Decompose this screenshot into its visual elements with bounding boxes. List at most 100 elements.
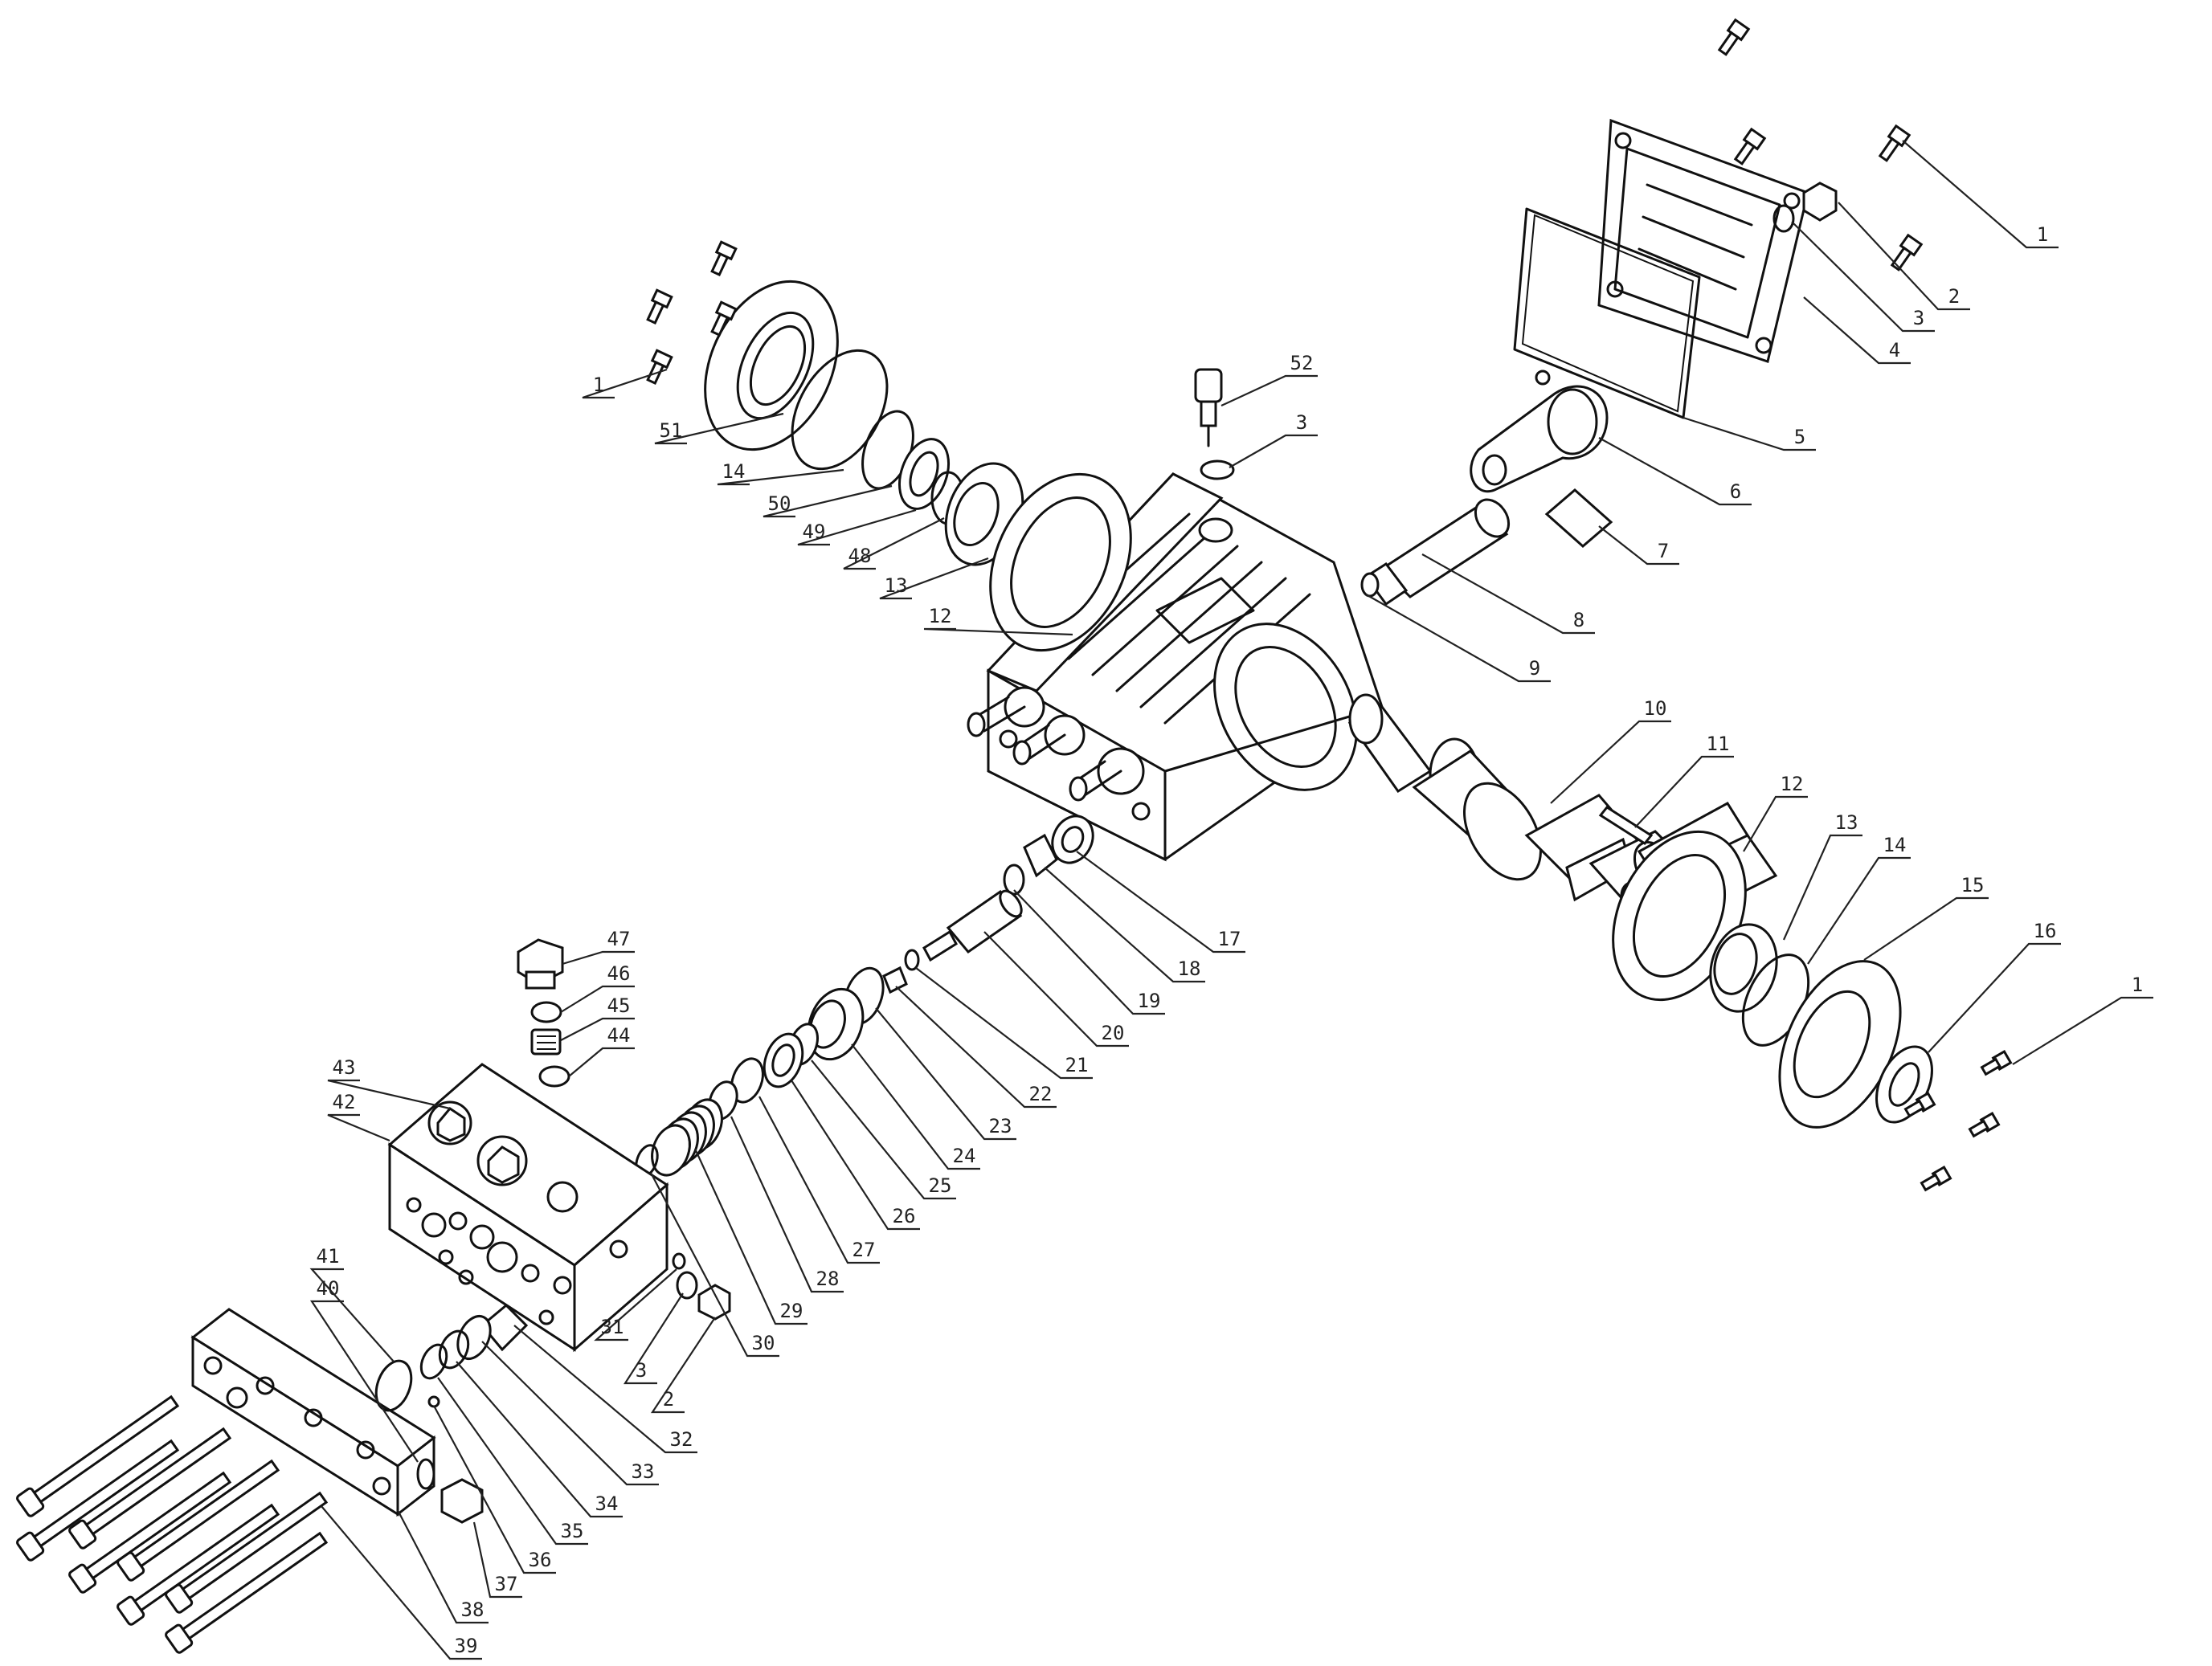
callout-number: 37: [495, 1573, 518, 1595]
callout-leader: [1634, 755, 1734, 828]
callout-c35: 35: [437, 1377, 588, 1546]
callout-leader: [1598, 437, 1752, 506]
callout-leader: [1365, 594, 1551, 683]
callout-number: 8: [1573, 609, 1584, 631]
callout-number: 51: [660, 419, 683, 442]
callout-c44: 44: [568, 1024, 635, 1077]
callout-number: 22: [1029, 1083, 1053, 1105]
callout-number: 34: [595, 1492, 619, 1515]
callout-c8: 8: [1421, 553, 1595, 635]
callout-c45: 45: [560, 994, 635, 1041]
callout-number: 31: [601, 1316, 624, 1338]
callout-c1c: 1: [582, 368, 668, 399]
callout-leader: [623, 1292, 684, 1385]
callout-leader: [397, 1509, 489, 1624]
callout-number: 13: [1835, 811, 1858, 834]
callout-c7: 7: [1598, 525, 1679, 566]
plug-2: [697, 1284, 731, 1321]
right-bearing: [1709, 923, 1778, 1013]
callout-leader: [309, 1300, 419, 1463]
callout-c31: 31: [594, 1268, 677, 1341]
right-cover-screws: [1903, 1050, 2013, 1192]
callout-c1b: 1: [2012, 974, 2153, 1065]
callout-number: 12: [929, 605, 952, 627]
callout-leader: [983, 931, 1129, 1047]
connecting-rod: [1470, 370, 1609, 493]
callout-leader: [1863, 896, 1989, 961]
callout-number: 14: [722, 460, 746, 483]
callout-c34: 34: [456, 1361, 623, 1518]
callout-leader: [1791, 221, 1935, 333]
valve-45: [530, 1028, 562, 1056]
callout-leader: [717, 468, 844, 486]
callout-number: 5: [1794, 426, 1805, 448]
callout-leader: [309, 1268, 395, 1362]
callout-c39: 39: [321, 1505, 482, 1660]
callout-leader: [1013, 889, 1165, 1015]
callout-leader: [437, 1377, 588, 1546]
callout-c24: 24: [851, 1043, 980, 1170]
callout-leader: [763, 484, 893, 518]
callout-number: 19: [1138, 990, 1161, 1012]
callout-c30: 30: [650, 1172, 779, 1358]
callout-leader: [1076, 851, 1245, 953]
callout-number: 33: [632, 1460, 655, 1483]
callout-number: 49: [803, 521, 826, 543]
callout-c28: 28: [730, 1116, 844, 1293]
callout-leader: [875, 1007, 1016, 1141]
callout-leader: [1803, 296, 1911, 365]
callout-c22: 22: [895, 986, 1057, 1109]
callout-c41: 41: [309, 1245, 395, 1362]
callout-leader: [923, 627, 1073, 636]
crosshead: [1360, 498, 1511, 606]
callout-leader: [562, 950, 635, 966]
callout-c3c: 3: [623, 1292, 684, 1385]
callout-number: 3: [1296, 411, 1307, 434]
callout-number: 1: [593, 374, 604, 396]
callout-leader: [433, 1405, 556, 1574]
callout-c2a: 2: [1838, 202, 1970, 311]
callout-c15: 15: [1863, 874, 1989, 961]
callout-number: 20: [1102, 1022, 1125, 1044]
callout-number: 10: [1644, 697, 1667, 720]
callout-leader: [2012, 996, 2153, 1065]
callout-c29: 29: [694, 1148, 808, 1325]
callout-c11: 11: [1634, 733, 1734, 828]
callout-leader: [327, 1079, 451, 1110]
callout-c26: 26: [791, 1080, 920, 1231]
valve-assembly: [419, 1303, 529, 1408]
callout-leader: [1044, 867, 1205, 983]
callout-leader: [730, 1116, 844, 1293]
callout-leader: [797, 508, 917, 546]
callout-leader: [481, 1341, 659, 1486]
callout-leader: [791, 1080, 920, 1231]
callout-number: 3: [1913, 307, 1924, 329]
callout-number: 36: [529, 1549, 552, 1571]
callout-number: 12: [1781, 773, 1804, 795]
callout-c14b: 14: [717, 460, 844, 486]
head-plug-37: [440, 1478, 484, 1524]
callout-c13b: 13: [879, 557, 989, 600]
callout-c5: 5: [1683, 416, 1816, 451]
callout-c33: 33: [481, 1341, 659, 1486]
callout-number: 21: [1065, 1054, 1089, 1076]
callout-c48: 48: [843, 517, 945, 570]
callout-c50: 50: [763, 484, 893, 518]
callout-number: 16: [2034, 920, 2057, 942]
callout-number: 43: [333, 1056, 356, 1079]
callout-number: 42: [333, 1091, 356, 1113]
callout-c20: 20: [983, 931, 1129, 1047]
callout-leader: [915, 967, 1093, 1080]
callout-leader: [895, 986, 1057, 1109]
callout-c6: 6: [1598, 437, 1752, 506]
callout-c3a: 3: [1791, 221, 1935, 333]
callout-leader: [1229, 434, 1318, 468]
callout-c10: 10: [1550, 697, 1671, 804]
callout-number: 13: [885, 574, 908, 597]
callout-number: 14: [1883, 834, 1907, 856]
callout-leader: [1550, 720, 1671, 804]
left-gasket: [989, 472, 1132, 652]
left-flange-screws: [646, 240, 738, 386]
